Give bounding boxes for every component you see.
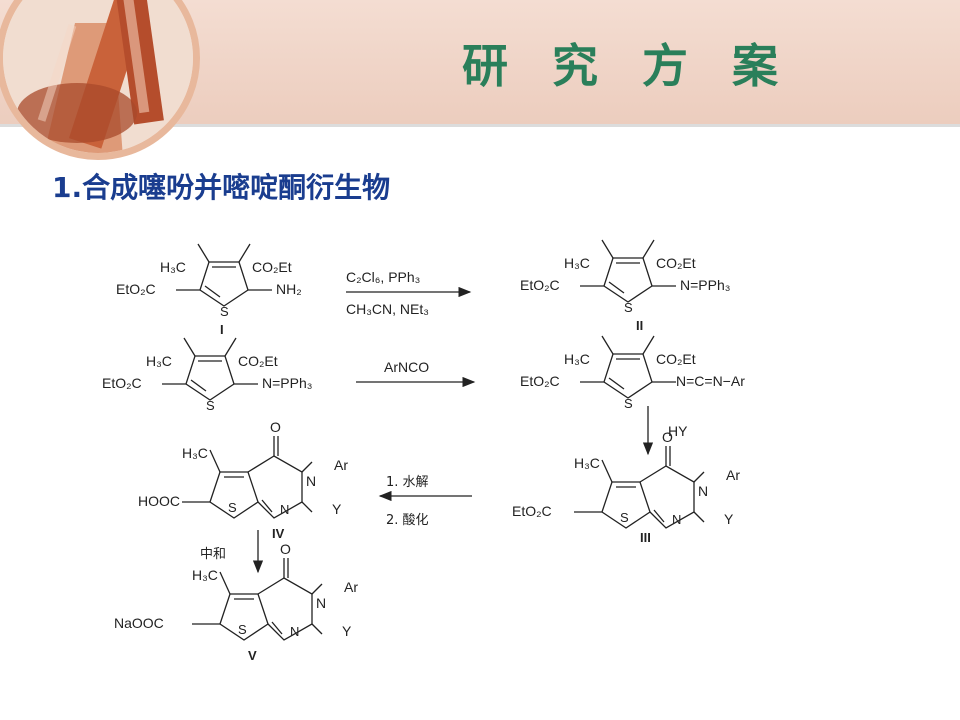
carbodiimide-h3c: H₃C xyxy=(564,351,590,367)
compound-III-y: Y xyxy=(724,511,734,527)
carbodiimide-substituent: N=C=N−Ar xyxy=(676,373,745,389)
section-heading: 1.合成噻吩并嘧啶酮衍生物 xyxy=(52,171,391,204)
compound-II-h3c: H₃C xyxy=(564,255,590,271)
compound-II-repeat-co2et: CO₂Et xyxy=(238,353,278,369)
compound-carbodiimide: H₃C CO₂Et EtO₂C S N=C=N−Ar xyxy=(520,335,745,411)
compound-I-s: S xyxy=(220,304,229,319)
compound-IV-s: S xyxy=(228,500,237,515)
compound-V-o: O xyxy=(280,541,291,557)
compound-III-o: O xyxy=(662,429,673,445)
step1-reagents: C₂Cl₆, PPh₃ xyxy=(346,269,420,285)
compound-III-n1: N xyxy=(672,512,681,527)
compound-V-y: Y xyxy=(342,623,352,639)
compound-I-h3c: H₃C xyxy=(160,259,186,275)
compound-V-h3c: H₃C xyxy=(192,567,218,583)
carbodiimide-eto2c: EtO₂C xyxy=(520,373,560,389)
compound-II-label: II xyxy=(636,318,643,333)
compound-IV-ar: Ar xyxy=(334,457,348,473)
lab-glassware-logo xyxy=(0,0,200,160)
compound-I-eto2c: EtO₂C xyxy=(116,281,156,297)
compound-I-label: I xyxy=(220,322,224,337)
compound-II: H₃C CO₂Et EtO₂C S N=PPh₃ II xyxy=(520,239,730,333)
reaction-scheme: H₃C CO₂Et EtO₂C S NH₂ I C₂Cl₆, PPh₃ CH₃C… xyxy=(102,239,745,663)
compound-IV-h3c: H₃C xyxy=(182,445,208,461)
compound-IV-label: IV xyxy=(272,526,285,541)
header-divider xyxy=(0,124,960,127)
compound-II-eto2c: EtO₂C xyxy=(520,277,560,293)
compound-II-repeat-substituent: N=PPh₃ xyxy=(262,375,312,391)
compound-IV-y: Y xyxy=(332,501,342,517)
compound-III-n3: N xyxy=(698,483,708,499)
compound-V: H₃C O N Ar Y S N NaOOC V xyxy=(114,541,358,663)
compound-III-h3c: H₃C xyxy=(574,455,600,471)
compound-III-ar: Ar xyxy=(726,467,740,483)
compound-II-s: S xyxy=(624,300,633,315)
compound-V-s: S xyxy=(238,622,247,637)
compound-V-n3: N xyxy=(316,595,326,611)
compound-II-co2et: CO₂Et xyxy=(656,255,696,271)
compound-V-label: V xyxy=(248,648,257,663)
compound-III-ester: EtO₂C xyxy=(512,503,552,519)
step3-reagent: HY xyxy=(668,423,688,439)
step5-neutralize: 中和 xyxy=(200,547,226,562)
compound-II-repeat: H₃C CO₂Et EtO₂C S N=PPh₃ xyxy=(102,337,312,413)
carbodiimide-co2et: CO₂Et xyxy=(656,351,696,367)
compound-II-repeat-h3c: H₃C xyxy=(146,353,172,369)
step4-hydrolysis: 1. 水解 xyxy=(386,475,429,490)
carbodiimide-s: S xyxy=(624,396,633,411)
compound-V-ar: Ar xyxy=(344,579,358,595)
compound-V-salt: NaOOC xyxy=(114,615,164,631)
step1-conditions: CH₃CN, NEt₃ xyxy=(346,301,429,317)
compound-III-label: III xyxy=(640,530,651,545)
compound-II-repeat-s: S xyxy=(206,398,215,413)
compound-III-s: S xyxy=(620,510,629,525)
compound-IV-n1: N xyxy=(280,502,289,517)
compound-I: H₃C CO₂Et EtO₂C S NH₂ I xyxy=(116,243,302,337)
compound-IV: H₃C O N Ar Y S N HOOC IV xyxy=(138,419,348,541)
step2-reagent: ArNCO xyxy=(384,359,429,375)
compound-I-nh2: NH₂ xyxy=(276,281,302,297)
step4-acidify: 2. 酸化 xyxy=(386,513,429,528)
compound-V-n1: N xyxy=(290,624,299,639)
compound-IV-acid: HOOC xyxy=(138,493,180,509)
compound-IV-o: O xyxy=(270,419,281,435)
compound-IV-n3: N xyxy=(306,473,316,489)
compound-II-repeat-eto2c: EtO₂C xyxy=(102,375,142,391)
compound-II-substituent: N=PPh₃ xyxy=(680,277,730,293)
page-title: 研 究 方 案 xyxy=(462,39,793,93)
compound-I-co2et: CO₂Et xyxy=(252,259,292,275)
compound-III: H₃C O N Ar Y S N EtO₂C III xyxy=(512,429,740,545)
